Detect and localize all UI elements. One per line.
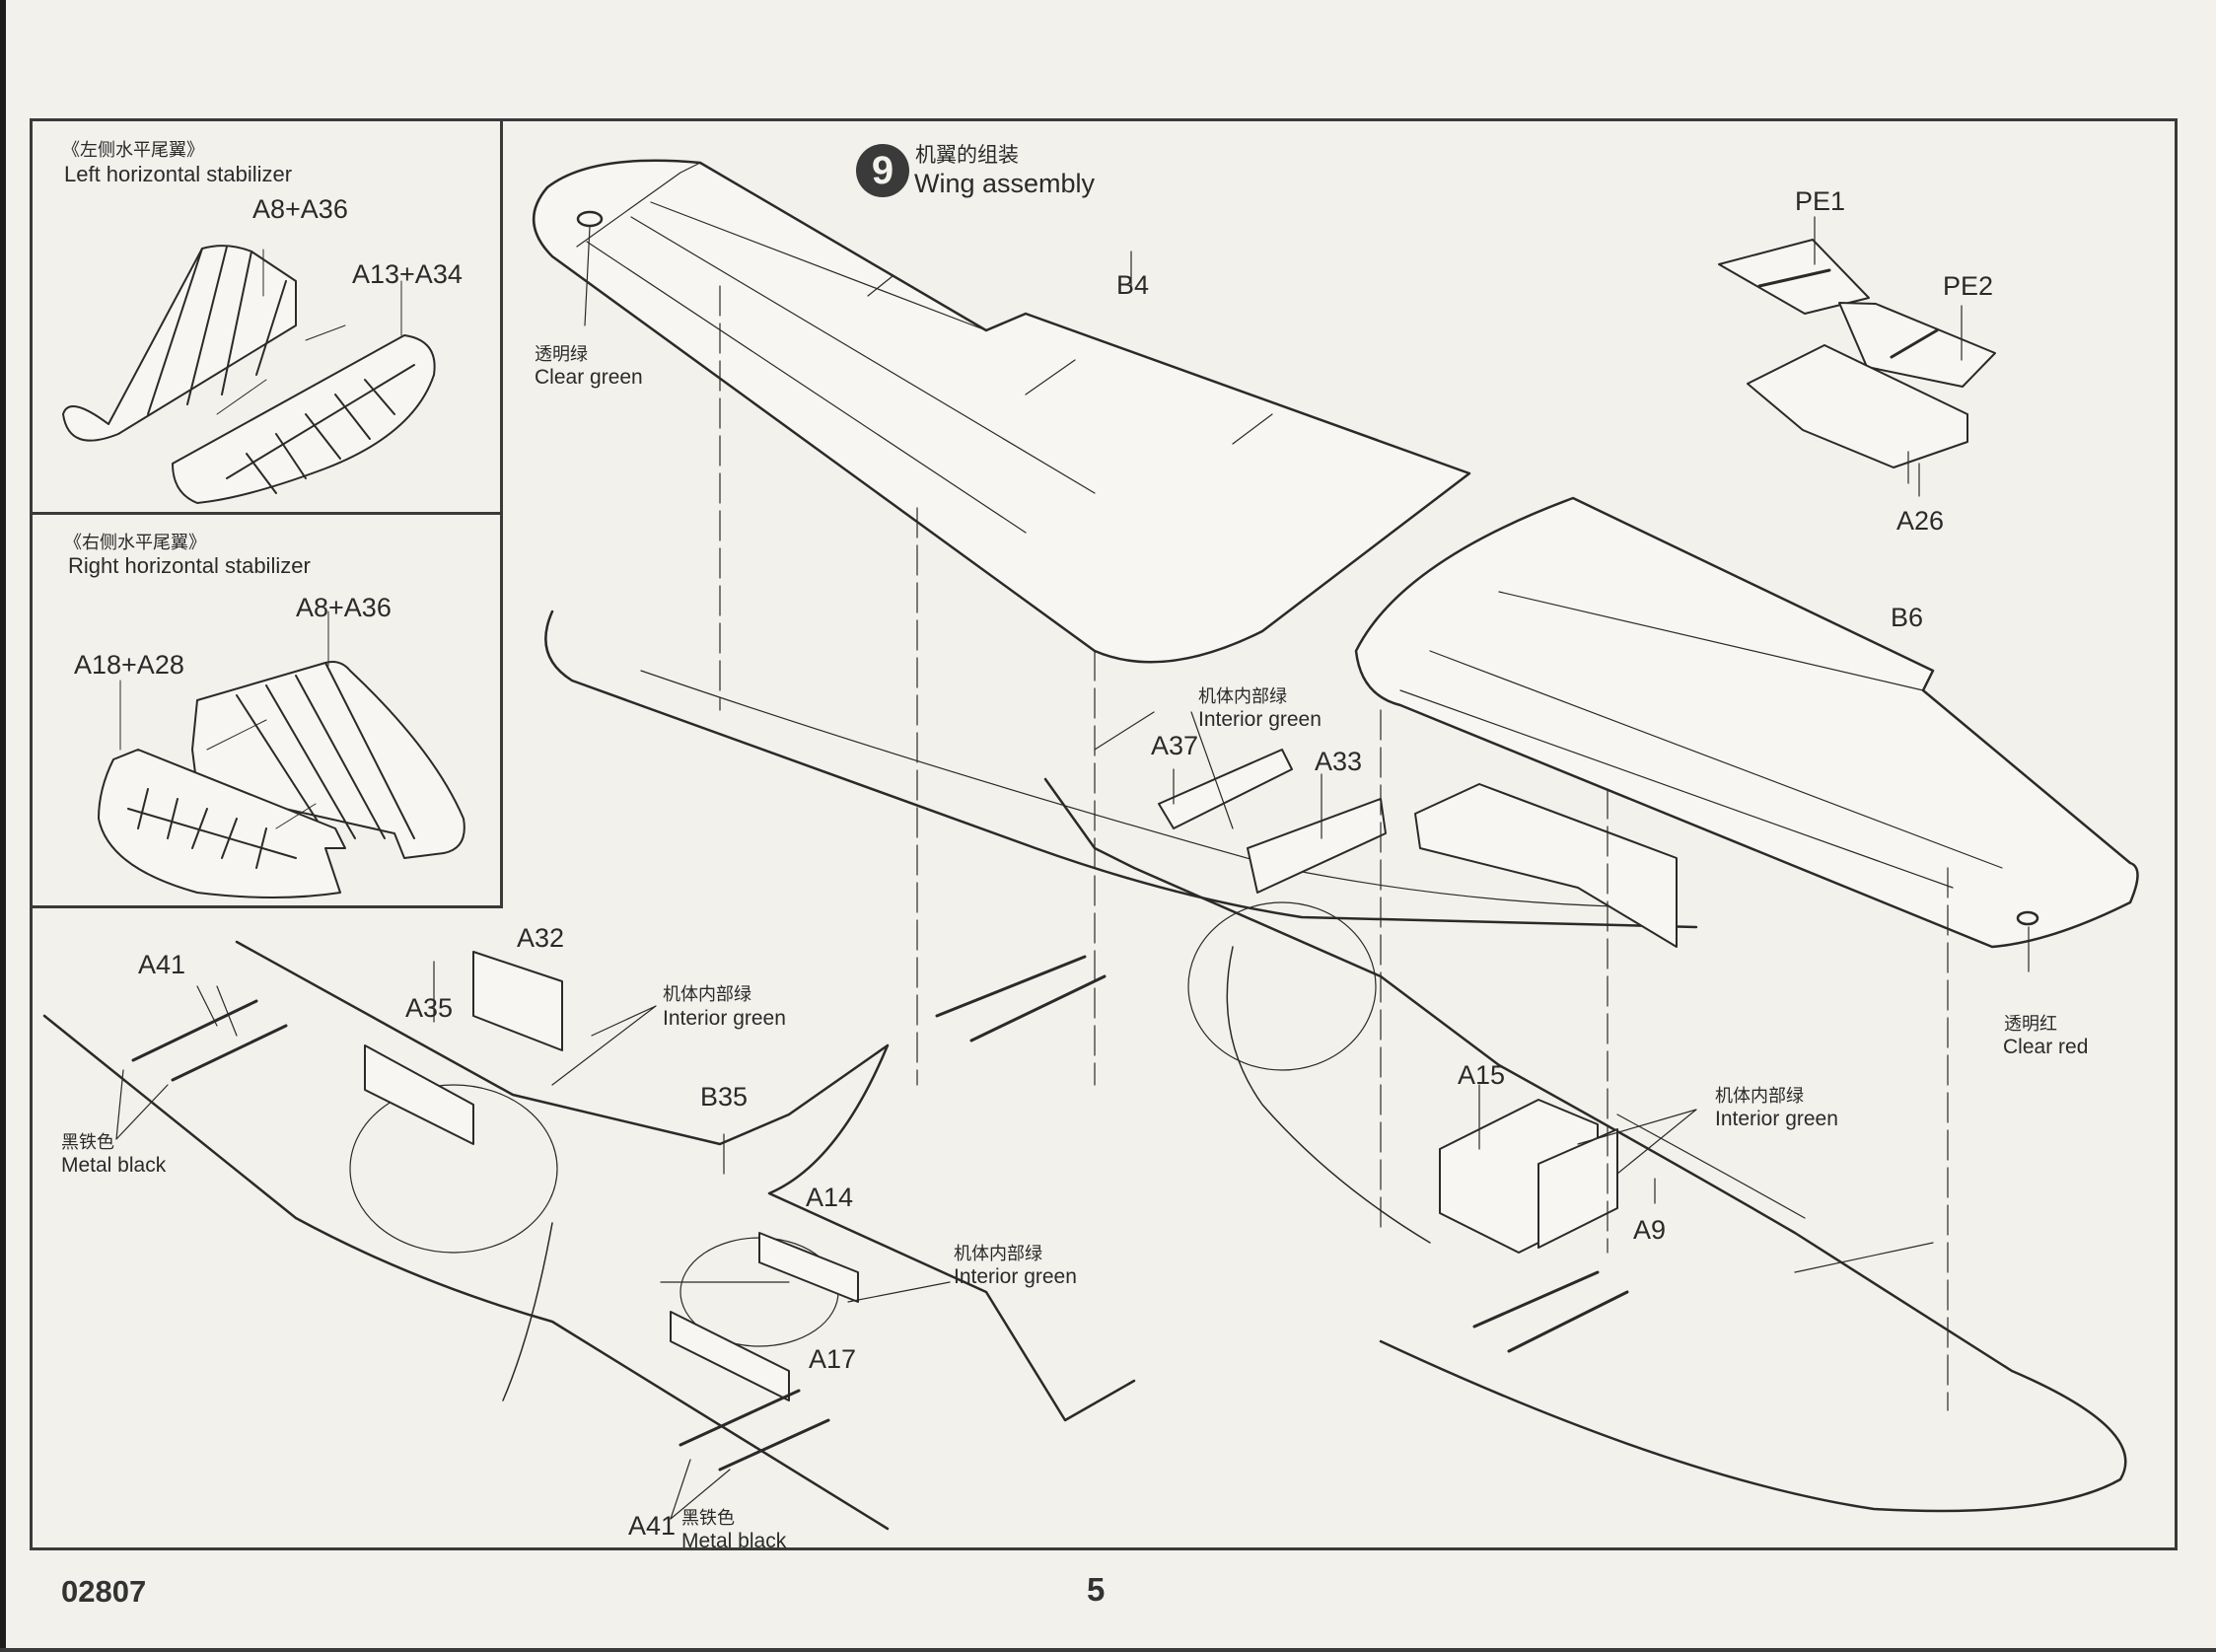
part-label: A8+A36 — [252, 194, 348, 224]
paint-callout-clear-green-cn: 透明绿 — [535, 344, 588, 364]
scan-edge — [0, 1648, 2216, 1652]
step-title-en: Wing assembly — [914, 169, 1096, 198]
fuselage-panel-right-drawing — [544, 610, 2127, 1513]
paint-callout-interior-green-en: Interior green — [1715, 1108, 1838, 1130]
paint-callout-interior-green-en: Interior green — [663, 1007, 786, 1030]
part-label-a41: A41 — [628, 1511, 677, 1541]
kit-number: 02807 — [61, 1574, 147, 1609]
part-label-a15: A15 — [1458, 1060, 1506, 1090]
paint-callout-metal-black-cn: 黑铁色 — [681, 1508, 735, 1528]
paint-callout-interior-green-en: Interior green — [1198, 708, 1322, 731]
page-number: 5 — [1087, 1571, 1106, 1608]
paint-callout-metal-black-en: Metal black — [681, 1530, 787, 1552]
part-label-a17: A17 — [809, 1344, 857, 1374]
right-stabilizer-drawing — [98, 611, 465, 898]
inset-left-title-cn: 《左侧水平尾翼》 — [62, 140, 204, 160]
paint-callout-interior-green-en: Interior green — [954, 1265, 1077, 1288]
wing-b6-drawing — [1354, 496, 2139, 949]
fuselage-panel-left-drawing — [42, 940, 1136, 1531]
part-label-pe2: PE2 — [1943, 271, 1994, 301]
paint-callout-clear-green-en: Clear green — [535, 366, 643, 389]
part-label-a9: A9 — [1633, 1215, 1667, 1245]
scan-edge — [0, 0, 6, 1652]
part-label-b35: B35 — [700, 1082, 749, 1112]
part-label-a33: A33 — [1315, 747, 1363, 776]
part-label-pe1: PE1 — [1795, 186, 1846, 216]
part-label: A18+A28 — [74, 650, 184, 680]
step-number-badge: 9 — [856, 144, 909, 197]
paint-callout-clear-red-cn: 透明红 — [2004, 1014, 2057, 1034]
part-label-a32: A32 — [517, 923, 565, 953]
part-label-a37: A37 — [1151, 731, 1199, 760]
part-label-a35: A35 — [405, 993, 454, 1023]
step-title-cn: 机翼的组装 — [915, 144, 1019, 167]
paint-callout-clear-red-en: Clear red — [2003, 1036, 2089, 1058]
left-stabilizer-drawing — [62, 245, 436, 504]
paint-callout-interior-green-cn: 机体内部绿 — [1715, 1086, 1804, 1106]
part-label: A8+A36 — [296, 593, 392, 622]
part-label-a14: A14 — [806, 1183, 854, 1212]
paint-callout-interior-green-cn: 机体内部绿 — [954, 1244, 1042, 1263]
paint-callout-interior-green-cn: 机体内部绿 — [663, 984, 751, 1004]
part-label-a41: A41 — [138, 950, 186, 979]
part-label: A13+A34 — [352, 259, 463, 289]
part-label-b6: B6 — [1891, 603, 1924, 632]
wing-b4-drawing — [533, 159, 1471, 664]
paint-callout-metal-black-en: Metal black — [61, 1154, 167, 1177]
part-label-a26: A26 — [1896, 506, 1945, 536]
inset-right-stabilizer — [30, 512, 503, 908]
paint-callout-interior-green-cn: 机体内部绿 — [1198, 686, 1287, 706]
leader-lines — [115, 216, 2030, 1520]
part-label-b4: B4 — [1116, 270, 1150, 300]
inset-right-title-en: Right horizontal stabilizer — [68, 553, 311, 578]
inset-right-title-cn: 《右侧水平尾翼》 — [64, 533, 206, 552]
paint-callout-metal-black-cn: 黑铁色 — [61, 1132, 114, 1152]
inset-left-title-en: Left horizontal stabilizer — [64, 162, 293, 186]
